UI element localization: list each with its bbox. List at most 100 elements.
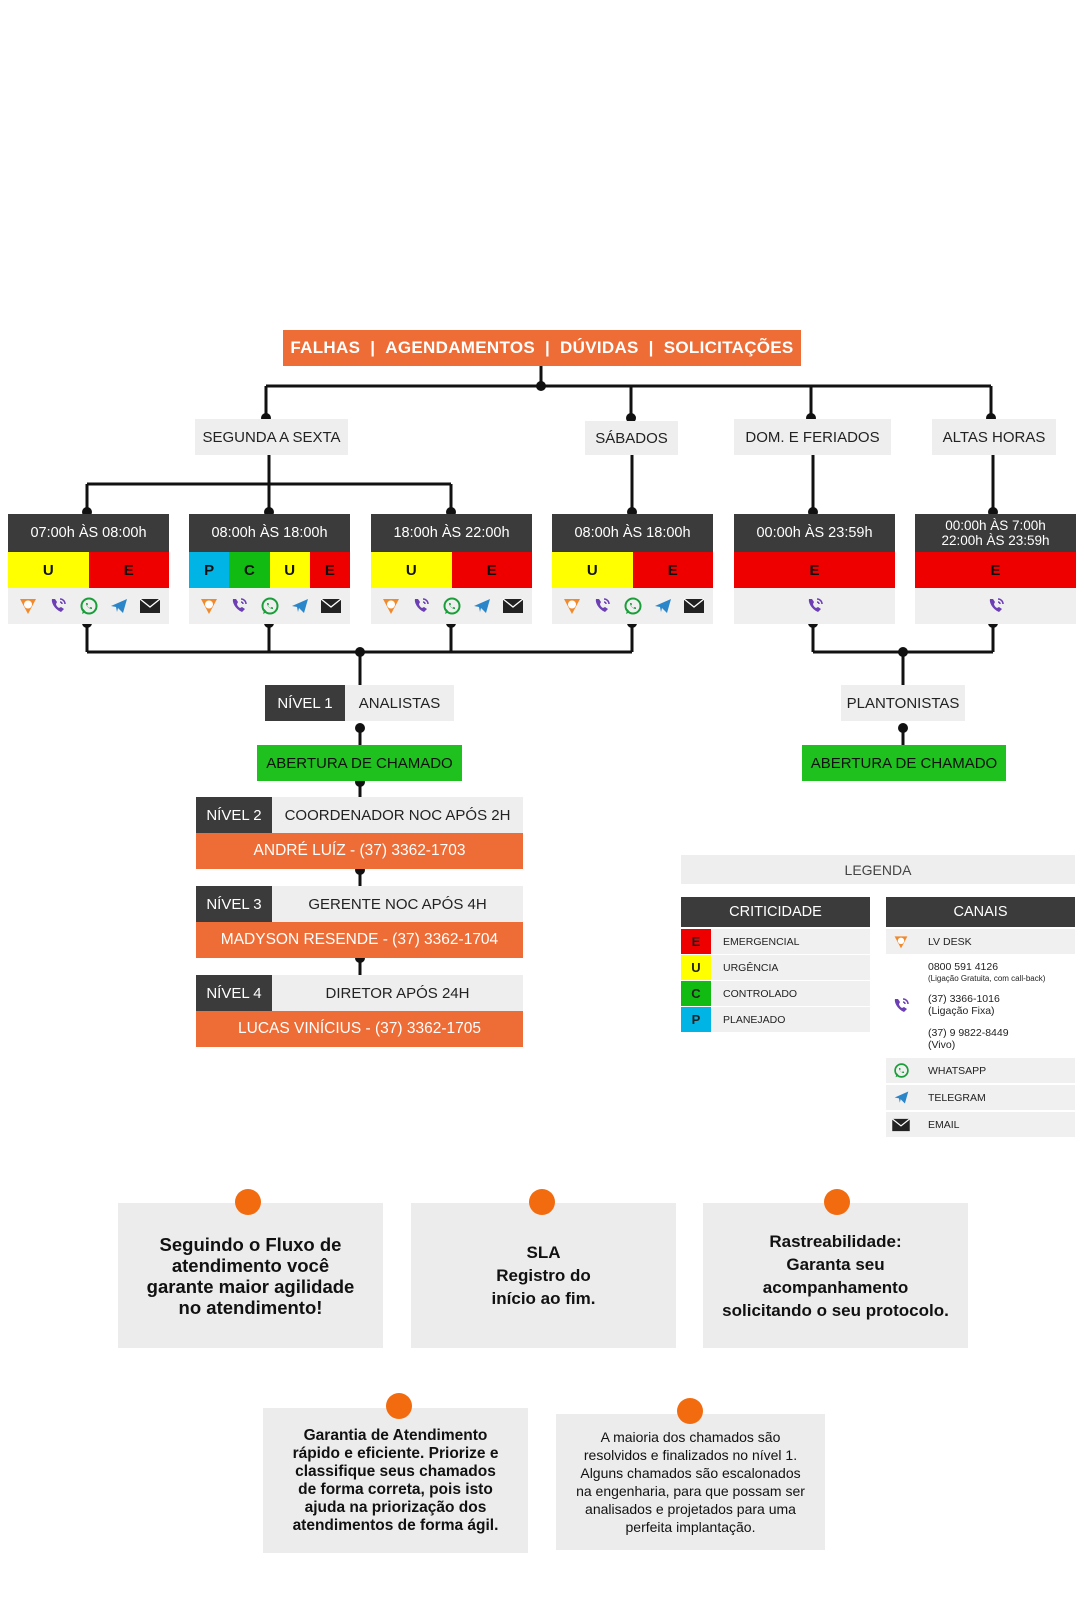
email-icon[interactable] (139, 595, 161, 617)
whatsapp-icon[interactable] (622, 595, 644, 617)
day-sunday-holidays: DOM. E FERIADOS (734, 419, 891, 455)
info-card-guarantee: Garantia de Atendimento rápido e eficien… (263, 1408, 528, 1553)
crit-label: CONTROLADO (723, 987, 798, 1000)
phone-note: (Vivo) (928, 1039, 956, 1051)
slot-time: 07:00h ÀS 08:00h (8, 514, 169, 552)
crit-u: U (269, 552, 310, 588)
card-line: Alguns chamados são escalonados (580, 1465, 801, 1481)
legend-controlado: C CONTROLADO (681, 981, 870, 1006)
header-separator: | (370, 338, 376, 357)
crit-u: U (552, 552, 633, 588)
telegram-icon[interactable] (471, 595, 493, 617)
lvdesk-icon[interactable] (561, 595, 583, 617)
whatsapp-icon[interactable] (441, 595, 463, 617)
lvdesk-icon[interactable] (17, 595, 39, 617)
slot-criticality: U E (552, 552, 713, 588)
card-line: início ao fim. (491, 1289, 596, 1308)
phone-icon[interactable] (47, 595, 69, 617)
card-line: classifique seus chamados (295, 1462, 496, 1480)
request-types-header: FALHAS | AGENDAMENTOS | DÚVIDAS | SOLICI… (283, 330, 801, 366)
crit-e: E (309, 552, 350, 588)
slot-time: 08:00h ÀS 18:00h (552, 514, 713, 552)
slot-time: 08:00h ÀS 18:00h (189, 514, 350, 552)
slot-channels (8, 588, 169, 624)
crit-label: EMERGENCIAL (723, 935, 800, 948)
info-card-resolution: A maioria dos chamados são resolvidos e … (556, 1414, 825, 1550)
phone-icon[interactable] (591, 595, 613, 617)
telegram-icon[interactable] (108, 595, 130, 617)
level-contact: LUCAS VINÍCIUS - (37) 3362-1705 (196, 1011, 523, 1047)
header-item-agendamentos: AGENDAMENTOS (385, 338, 535, 357)
slot-07-08: 07:00h ÀS 08:00h U E (8, 514, 169, 624)
slot-channels (189, 588, 350, 624)
slot-08-18-saturday: 08:00h ÀS 18:00h U E (552, 514, 713, 624)
oncall-open-ticket: ABERTURA DE CHAMADO (802, 745, 1006, 781)
phone-icon[interactable] (410, 595, 432, 617)
phone-icon (886, 996, 916, 1016)
telegram-icon (886, 1089, 916, 1106)
whatsapp-icon (886, 1062, 916, 1079)
card-bullet (529, 1189, 555, 1215)
slot-criticality: E (734, 552, 895, 588)
criticality-title: CRITICIDADE (681, 897, 870, 927)
slot-00-2359: 00:00h ÀS 23:59h E (734, 514, 895, 624)
email-icon[interactable] (683, 595, 705, 617)
phone-icon[interactable] (804, 595, 826, 617)
day-weekday: SEGUNDA A SEXTA (195, 419, 348, 455)
card-line: analisados e projetados para uma (585, 1501, 796, 1517)
phone-icon[interactable] (228, 595, 250, 617)
phone-number: (37) 3366-1016 (928, 993, 1000, 1005)
whatsapp-icon[interactable] (259, 595, 281, 617)
card-line: garante maior agilidade (146, 1275, 355, 1297)
slot-18-22: 18:00h ÀS 22:00h U E (371, 514, 532, 624)
slot-channels (915, 588, 1076, 624)
crit-e: E (681, 929, 711, 954)
card-line: solicitando o seu protocolo. (722, 1300, 949, 1320)
level-role: DIRETOR APÓS 24H (272, 975, 523, 1011)
card-line: Registro do (496, 1266, 591, 1285)
legend-emergencial: E EMERGENCIAL (681, 929, 870, 954)
info-card-tracking: Rastreabilidade: Garanta seu acompanhame… (703, 1203, 968, 1348)
header-item-duvidas: DÚVIDAS (560, 338, 639, 357)
channel-label: WHATSAPP (928, 1064, 987, 1077)
email-icon[interactable] (502, 595, 524, 617)
card-line: de forma correta, pois isto (298, 1480, 493, 1498)
slot-criticality: E (915, 552, 1076, 588)
lvdesk-icon[interactable] (380, 595, 402, 617)
level1-open-ticket: ABERTURA DE CHAMADO (257, 745, 462, 781)
card-line: Rastreabilidade: (769, 1231, 902, 1251)
crit-label: URGÊNCIA (723, 961, 779, 974)
phone-icon[interactable] (985, 595, 1007, 617)
header-item-falhas: FALHAS (290, 338, 361, 357)
crit-u: U (371, 552, 452, 588)
slot-time-line1: 00:00h ÀS 7:00h (945, 518, 1046, 533)
channel-label: TELEGRAM (928, 1091, 986, 1104)
card-line: Garanta seu (786, 1254, 885, 1274)
email-icon[interactable] (320, 595, 342, 617)
oncall-staff: PLANTONISTAS (841, 685, 965, 721)
crit-label: PLANEJADO (723, 1013, 786, 1026)
whatsapp-icon[interactable] (78, 595, 100, 617)
telegram-icon[interactable] (652, 595, 674, 617)
legend-title: LEGENDA (681, 855, 1075, 884)
card-line: Garantia de Atendimento (303, 1426, 488, 1444)
level-role: GERENTE NOC APÓS 4H (272, 886, 523, 922)
card-line: ajuda na priorização dos (304, 1498, 487, 1516)
crit-u: U (8, 552, 89, 588)
card-line: atendimentos de forma ágil. (292, 1516, 499, 1534)
phone-note: (Ligação Gratuita, com call-back) (928, 974, 1046, 983)
escalation-level-3: NÍVEL 3 GERENTE NOC APÓS 4H MADYSON RESE… (196, 886, 523, 958)
legend-channels: CANAIS LV DESK 0800 591 4126 (Ligação Gr… (886, 897, 1075, 1139)
slot-channels (734, 588, 895, 624)
card-bullet (386, 1393, 412, 1419)
lvdesk-icon[interactable] (198, 595, 220, 617)
telegram-icon[interactable] (289, 595, 311, 617)
crit-c: C (681, 981, 711, 1006)
crit-e: E (88, 552, 169, 588)
crit-p: P (189, 552, 230, 588)
level-badge: NÍVEL 4 (196, 975, 272, 1011)
channel-label: LV DESK (928, 935, 972, 948)
